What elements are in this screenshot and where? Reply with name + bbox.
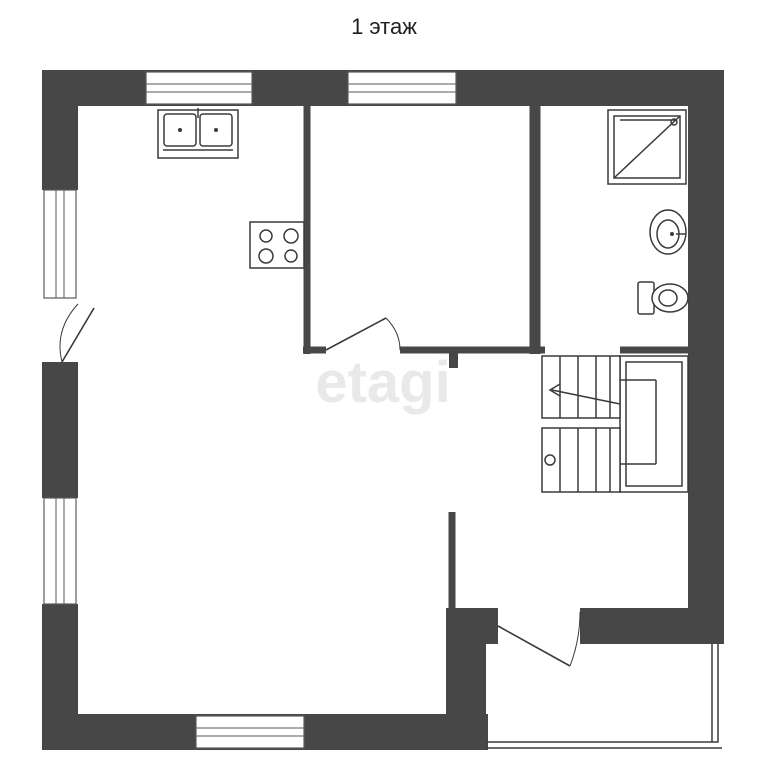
staircase-icon: [541, 355, 689, 493]
interior-walls: [303, 106, 692, 612]
toilet-icon: [637, 281, 689, 315]
watermark: etagi: [315, 350, 450, 415]
window-top-left: [145, 71, 253, 105]
window-top-middle: [347, 71, 457, 105]
floor-title: 1 этаж: [351, 14, 417, 39]
shower-icon: [607, 109, 687, 185]
porch-door: [497, 611, 581, 667]
cooktop-icon: [249, 221, 305, 269]
porch-outline: [486, 644, 722, 749]
entrance-door: [59, 303, 95, 363]
window-left-upper: [43, 189, 77, 299]
washbasin-icon: [649, 209, 687, 255]
kitchen-sink-icon: [157, 108, 239, 159]
room-door: [325, 317, 401, 351]
window-bottom: [195, 715, 305, 749]
window-left-lower: [43, 497, 77, 605]
windows: [43, 71, 457, 749]
